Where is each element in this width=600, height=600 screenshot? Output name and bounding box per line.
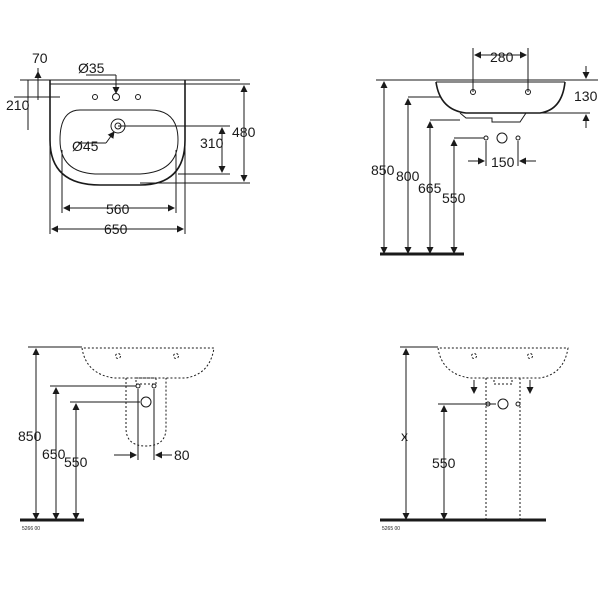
dim-480-label: 480 xyxy=(232,124,256,140)
supply-left xyxy=(483,135,489,141)
dim-850-label: 850 xyxy=(371,162,395,178)
dim-850-label: 850 xyxy=(18,428,42,444)
supply-left xyxy=(135,383,141,389)
dim-800-label: 800 xyxy=(396,168,420,184)
supply-right xyxy=(515,135,521,141)
tap-hole-right xyxy=(135,94,141,100)
dim-310-label: 310 xyxy=(200,135,224,151)
tap-hole-diameter-label: Ø35 xyxy=(78,60,105,76)
dim-280-label: 280 xyxy=(490,49,514,65)
dim-80-label: 80 xyxy=(174,447,190,463)
dim-665-label: 665 xyxy=(418,180,442,196)
waste-outlet xyxy=(140,396,152,408)
product-code: 5266 00 xyxy=(22,526,40,532)
basin-outline-dashed xyxy=(437,347,569,379)
product-code: 5265 00 xyxy=(382,526,400,532)
semi-pedestal xyxy=(125,378,167,447)
dim-70-label: 70 xyxy=(32,50,48,66)
dim-550-label: 550 xyxy=(432,455,456,471)
waste-outlet xyxy=(496,132,508,144)
basin-outline-dashed xyxy=(81,347,215,379)
pedestal-view: x 550 5265 00 xyxy=(380,346,569,532)
top-view: 70 Ø35 210 Ø45 310 480 560 650 xyxy=(6,50,256,237)
dim-560-label: 560 xyxy=(106,201,130,217)
dim-650-label: 650 xyxy=(42,446,66,462)
dim-150-label: 150 xyxy=(491,154,515,170)
tap-hole-center xyxy=(112,93,120,101)
supply-right xyxy=(151,383,157,389)
semi-pedestal-view: 850 650 550 80 5266 00 xyxy=(18,346,215,532)
inner-bowl xyxy=(59,109,179,175)
front-view-wall-hung: 280 130 850 800 665 550 150 xyxy=(371,48,598,256)
dim-x-label: x xyxy=(401,428,408,444)
supply-left xyxy=(485,401,491,407)
supply-right xyxy=(515,401,521,407)
dim-550-label: 550 xyxy=(442,190,466,206)
basin-outline xyxy=(49,80,186,186)
dim-550-label: 550 xyxy=(64,454,88,470)
tap-hole-left xyxy=(92,94,98,100)
dim-130-label: 130 xyxy=(574,88,598,104)
basin-front-outline xyxy=(435,81,566,114)
waste-outlet xyxy=(497,398,509,410)
dim-650-label: 650 xyxy=(104,221,128,237)
basin-underside xyxy=(459,112,527,123)
dim-210-label: 210 xyxy=(6,97,30,113)
waste-diameter-label: Ø45 xyxy=(72,138,99,154)
